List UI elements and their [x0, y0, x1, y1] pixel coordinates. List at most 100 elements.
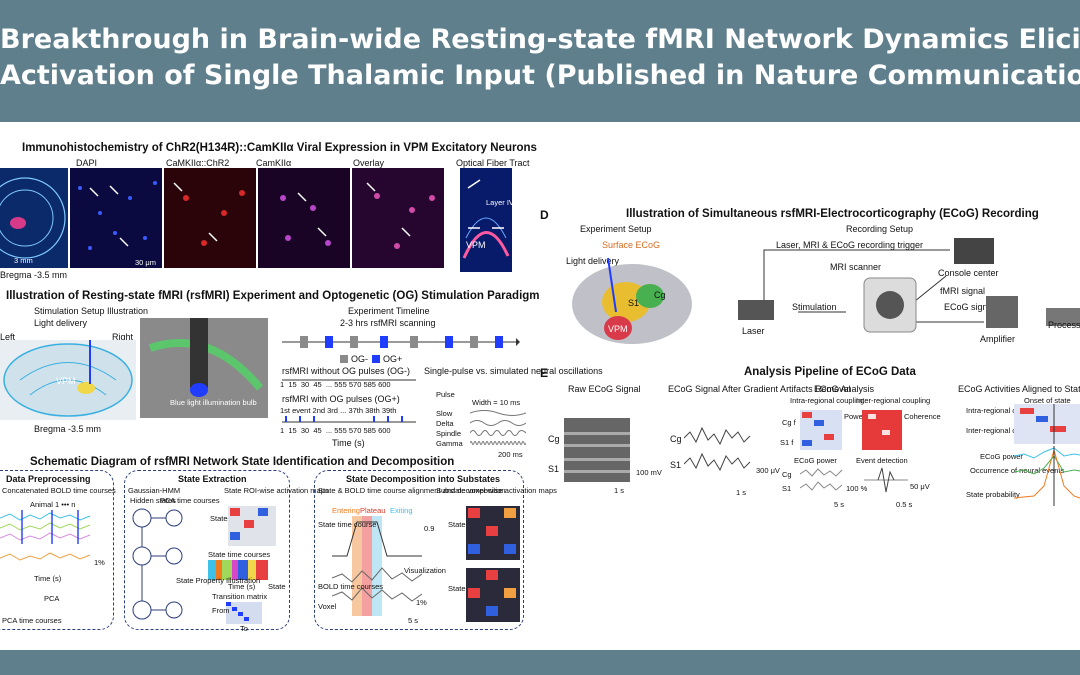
bold-label: Concatenated BOLD time courses — [2, 486, 116, 495]
time-preproc: Time (s) — [34, 574, 62, 583]
cg-after: Cg — [670, 434, 682, 444]
pct-c: 1% — [416, 598, 427, 607]
osc-delta: Delta — [436, 419, 454, 428]
osc-spindle: Spindle — [436, 429, 462, 438]
vpm-b: VPM — [56, 376, 76, 386]
vpm-d: VPM — [608, 324, 628, 334]
surface-ecog: Surface ECoG — [602, 240, 661, 250]
coronal-section — [0, 340, 136, 420]
oscillation-waves — [470, 410, 526, 445]
ms200-label: 200 ms — [498, 450, 523, 459]
title-line-1: Breakthrough in Brain-wide Resting-state… — [0, 24, 1080, 55]
og-plus-label: OG+ — [383, 354, 403, 364]
alignment-label: State & BOLD time course alignment and d… — [318, 486, 506, 495]
state-maps-image — [228, 506, 276, 546]
event-detection-label: Event detection — [856, 456, 908, 465]
chr2-image — [164, 168, 256, 268]
panel-b-title: Illustration of Resting-state fMRI (rsfM… — [6, 290, 540, 302]
light-delivery-b: Light delivery — [34, 318, 88, 328]
label-camkii-chr2: CaMKIIα::ChR2 — [166, 158, 230, 168]
og-minus-swatch — [340, 355, 348, 363]
transition-label: Transition matrix — [212, 592, 268, 601]
visualization-label: Visualization — [404, 566, 446, 575]
brain-slice-image — [0, 168, 68, 268]
bold-traces — [0, 510, 91, 561]
panel-d-letter: D — [540, 208, 549, 222]
mri-label: MRI scanner — [830, 262, 882, 272]
to-label: To — [240, 624, 248, 633]
scale-30um: 30 μm — [135, 258, 156, 267]
state-tc-bar — [208, 560, 268, 580]
single-pulse: Single-pulse vs. simulated neural oscill… — [424, 366, 603, 376]
hundred-mv: 100 mV — [636, 468, 662, 477]
title-banner: Breakthrough in Brain-wide Resting-state… — [0, 0, 1080, 112]
pca-label: PCA — [44, 594, 60, 603]
decomp-title: State Decomposition into Substates — [346, 474, 501, 484]
state1-label: State 1 — [448, 520, 472, 529]
title-line-2: Activation of Single Thalamic Input (Pub… — [0, 60, 1080, 91]
fifty-uv: 50 μV — [910, 482, 930, 491]
aligned-spectrogram — [1014, 404, 1080, 444]
bregma-b: Bregma -3.5 mm — [34, 424, 102, 434]
footer-bar — [0, 650, 1080, 675]
probability-label: State probability — [966, 490, 1020, 499]
time-extraction: Time (s) — [228, 582, 256, 591]
amplifier-label: Amplifier — [980, 334, 1016, 344]
event-ticks: 1st event 2nd 3rd ... 37th 38th 39th — [280, 406, 397, 415]
occurrence-label: Occurrence of neural events — [970, 466, 1065, 475]
stimulation-label: Stimulation — [792, 302, 837, 312]
laser-icon — [738, 300, 774, 320]
layer-label: Layer IV of S1 — [486, 198, 534, 207]
cg-label-d: Cg — [654, 290, 666, 300]
mri-fiber-image — [140, 318, 268, 418]
p09-label: 0.9 — [424, 524, 435, 533]
clean-signal — [684, 426, 751, 472]
scale-3mm: 3 mm — [14, 256, 33, 265]
time-s-b: Time (s) — [332, 438, 365, 448]
s1-label-d: S1 — [628, 298, 640, 308]
after-title: ECoG Signal After Gradient Artifacts Rem… — [668, 384, 851, 394]
scan-duration: 2-3 hrs rsfMRI scanning — [340, 318, 436, 328]
timeline-title: Experiment Timeline — [348, 306, 430, 316]
osc-gamma: Gamma — [436, 439, 463, 448]
hmm-diagram — [132, 508, 183, 620]
rec-setup: Recording Setup — [846, 224, 914, 234]
raw-signal-image — [564, 418, 630, 482]
state1-maps — [466, 506, 520, 560]
cg-f-label: Cg f — [782, 418, 796, 427]
exp-setup: Experiment Setup — [580, 224, 652, 234]
animals-label: Animal 1 ••• n — [30, 500, 76, 509]
cg-raw: Cg — [548, 434, 560, 444]
preprocessing-box — [0, 470, 114, 630]
amplifier-icon — [986, 296, 1018, 328]
timeline-bars — [282, 336, 520, 348]
bregma-a: Bregma -3.5 mm — [0, 270, 68, 280]
right-label: Right — [112, 332, 134, 342]
axis-og-plus — [282, 416, 416, 423]
fiber-tract-image — [460, 168, 512, 272]
pca-tc-label: PCA time courses — [2, 616, 62, 625]
camkii-image — [258, 168, 350, 268]
hundred-pct: 100 % — [846, 484, 868, 493]
extraction-box — [124, 470, 290, 630]
five-s-c: 5 s — [408, 616, 419, 625]
vpm-a: VPM — [466, 240, 486, 250]
without-og: rsfMRI without OG pulses (OG-) — [282, 366, 411, 376]
panel-d-title: Illustration of Simultaneous rsfMRI-Elec… — [626, 208, 1039, 220]
state2-maps — [466, 568, 520, 622]
panel-e-letter: E — [540, 366, 549, 380]
intra-label: Intra-regional coupling — [790, 396, 865, 405]
preproc-title: Data Preprocessing — [6, 474, 91, 484]
processor-icon — [1046, 308, 1080, 326]
s1-f-label: S1 f — [780, 438, 794, 447]
inter-r-label: Inter-regional coupling — [966, 426, 1041, 435]
laser-label: Laser — [742, 326, 765, 336]
axis-og-minus — [282, 379, 416, 381]
inter-spectrogram — [862, 410, 902, 450]
pct-preproc: 1% — [94, 558, 105, 567]
power-label: Power — [844, 412, 866, 421]
alignment-chart — [332, 516, 422, 616]
state2-label: State 2 — [448, 584, 472, 593]
substate-maps-label: Substate voxel-wise activation maps — [436, 486, 557, 495]
state-tc-label: State time courses — [208, 550, 271, 559]
